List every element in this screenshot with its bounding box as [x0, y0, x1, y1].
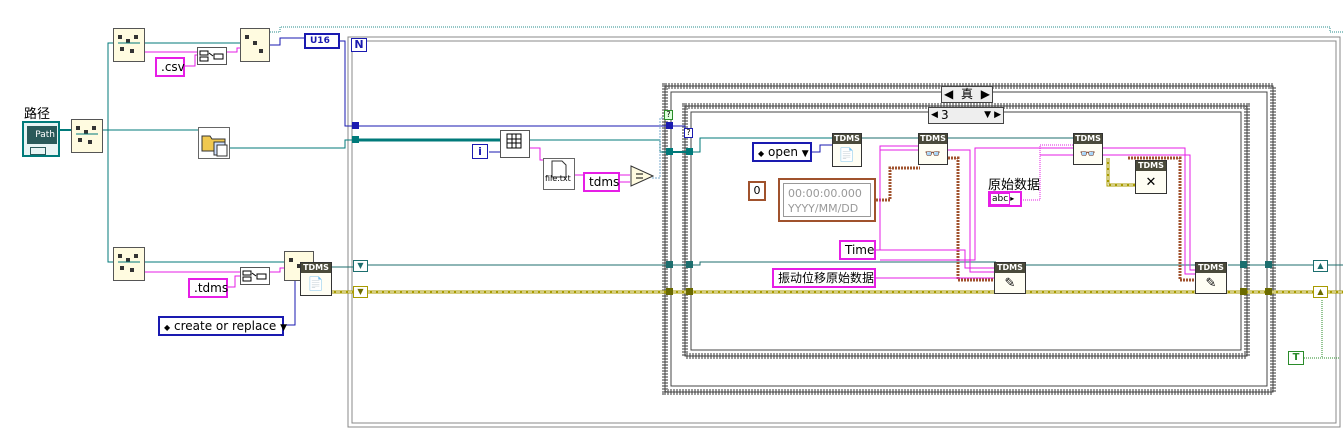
path-control-icon: Path — [27, 126, 57, 144]
raw-data-label: 原始数据 — [988, 178, 1041, 193]
tdms-open-icon: 📄 — [301, 273, 331, 295]
channel-name-constant[interactable]: 振动位移原始数据 — [772, 268, 876, 288]
case-selector-terminal-outer[interactable]: ? — [664, 110, 673, 120]
open-operation-enum[interactable]: ◆ open ▼ — [752, 142, 812, 162]
tdms-write-node-2[interactable]: TDMS ✎ — [1195, 262, 1227, 294]
tdms-header: TDMS — [833, 134, 861, 144]
case-prev-icon[interactable]: ◀ — [931, 110, 938, 120]
case-selector-terminal-inner[interactable]: ? — [684, 128, 693, 138]
change-extension-function-top[interactable] — [197, 47, 227, 65]
loop-count-terminal[interactable]: N — [351, 38, 367, 52]
pencil-icon: ✎ — [1196, 273, 1226, 293]
strip-path-icon — [118, 254, 140, 272]
create-mode-text: create or replace — [173, 319, 277, 333]
tdms-header: TDMS — [919, 134, 947, 144]
tdms-header: TDMS — [1136, 161, 1166, 171]
true-constant[interactable]: T — [1288, 351, 1304, 365]
strip-path-icon — [118, 35, 140, 53]
timestamp-index[interactable]: 0 — [748, 181, 766, 201]
strip-path-icon — [76, 126, 98, 144]
shift-register-left-refnum[interactable]: ▼ — [353, 260, 368, 272]
index-array-function[interactable] — [500, 130, 530, 158]
path-arrow-icon — [30, 147, 46, 155]
tdms-extension-constant[interactable]: .tdms — [188, 278, 228, 298]
arrow-icon: ▸ — [1010, 194, 1015, 203]
outer-case-label: 真 — [960, 87, 973, 101]
tdms-header: TDMS — [1196, 263, 1226, 273]
change-extension-function-bottom[interactable] — [240, 267, 270, 285]
enum-arrows-icon: ◆ — [758, 149, 765, 158]
chevron-down-icon[interactable]: ▼ — [984, 110, 991, 120]
timestamp-constant[interactable]: 00:00:00.000 YYYY/MM/DD — [778, 178, 876, 222]
tdms-open-node[interactable]: TDMS 📄 — [300, 262, 332, 296]
enum-arrows-icon: ◆ — [164, 323, 171, 332]
strip-path-function-bottom[interactable] — [113, 247, 145, 281]
time-string-constant[interactable]: Time — [839, 240, 876, 260]
timestamp-time: 00:00:00.000 — [788, 187, 862, 200]
case-next-icon[interactable]: ▶ — [980, 87, 990, 101]
timestamp-date: YYYY/MM/DD — [788, 202, 859, 215]
path-control[interactable]: Path — [22, 121, 60, 157]
close-file-icon: ✕ — [1136, 171, 1166, 193]
create-replace-enum[interactable]: ◆ create or replace ▼ — [158, 316, 288, 336]
tdms-read-node-1[interactable]: TDMS 👓 — [918, 133, 948, 165]
tdms-close-node[interactable]: TDMS ✕ — [1135, 160, 1167, 194]
tdms-header: TDMS — [995, 263, 1025, 273]
tdms-string-constant[interactable]: tdms — [583, 172, 620, 192]
for-loop-border[interactable] — [347, 36, 1341, 428]
folder-icon — [201, 135, 228, 157]
inner-case-label: 3 — [941, 108, 949, 122]
outer-case-selector[interactable]: ◀ 真 ▶ — [941, 86, 993, 103]
path-label: 路径 — [24, 107, 51, 122]
shift-register-right-error[interactable]: ▲ — [1313, 286, 1328, 298]
csv-extension-constant[interactable]: .csv — [155, 57, 185, 77]
tdms-header: TDMS — [301, 263, 331, 273]
tdms-write-node-1[interactable]: TDMS ✎ — [994, 262, 1026, 294]
file-icon-text: file.txt — [545, 174, 571, 183]
u16-constant[interactable]: U16 — [304, 33, 340, 49]
shift-register-left-error[interactable]: ▼ — [353, 286, 368, 298]
build-path-function-top[interactable] — [240, 28, 270, 62]
change-extension-icon — [199, 50, 224, 62]
raw-data-indicator[interactable]: abc▸ — [988, 191, 1022, 207]
tdms-open-icon: 📄 — [833, 144, 861, 166]
list-folder-function[interactable] — [198, 127, 230, 159]
equal-icon — [630, 165, 655, 187]
file-icon — [551, 160, 567, 178]
open-mode-text: open — [767, 145, 798, 159]
strip-path-function[interactable] — [71, 119, 103, 153]
case-next-icon[interactable]: ▶ — [994, 110, 1001, 120]
loop-iteration-terminal[interactable]: i — [472, 144, 488, 159]
case-prev-icon[interactable]: ◀ — [944, 87, 954, 101]
glasses-icon: 👓 — [1074, 144, 1102, 164]
chevron-down-icon[interactable]: ▼ — [801, 149, 809, 159]
abc-icon: abc — [990, 193, 1011, 205]
change-extension-icon — [242, 270, 267, 282]
strip-path-function-top[interactable] — [113, 28, 145, 62]
file-extension-function[interactable]: file.txt — [543, 158, 575, 190]
pencil-icon: ✎ — [995, 273, 1025, 293]
build-path-icon — [245, 35, 263, 53]
chevron-down-icon[interactable]: ▼ — [280, 323, 288, 333]
outer-case-frame[interactable] — [662, 83, 1276, 395]
tdms-open-node-inner[interactable]: TDMS 📄 — [832, 133, 862, 167]
tdms-header: TDMS — [1074, 134, 1102, 144]
build-path-icon — [289, 258, 301, 268]
tdms-read-node-2[interactable]: TDMS 👓 — [1073, 133, 1103, 165]
inner-case-selector[interactable]: ◀ 3 ▼ ▶ — [928, 107, 1004, 124]
equal-function[interactable] — [630, 165, 655, 187]
glasses-icon: 👓 — [919, 144, 947, 164]
array-index-icon — [506, 133, 522, 149]
shift-register-right-refnum[interactable]: ▲ — [1313, 260, 1328, 272]
